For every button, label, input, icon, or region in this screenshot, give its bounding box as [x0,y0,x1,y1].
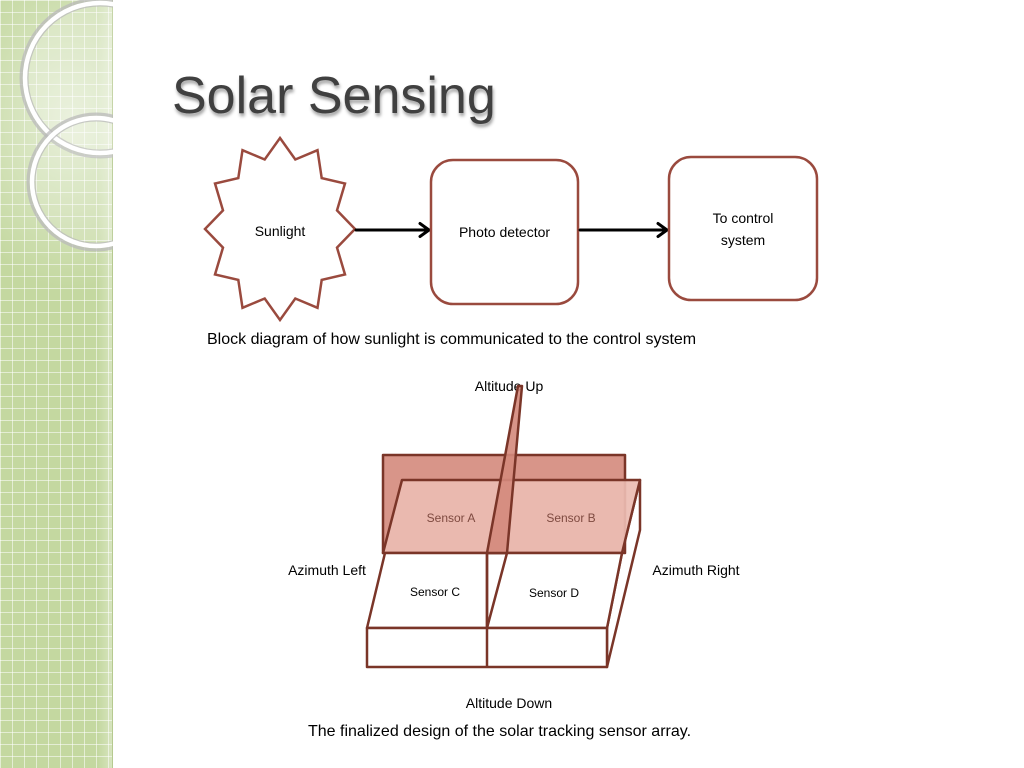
photo-detector-label: Photo detector [458,224,551,240]
sunlight-star-shape [203,135,357,323]
arrow-sunlight-to-photo-detector [354,222,431,238]
sunlight-node: Sunlight [230,219,330,243]
altitude-down-label: Altitude Down [466,695,552,711]
altitude-divider-plane [485,384,524,555]
decorative-sidebar [0,0,113,768]
photo-detector-node: Photo detector [431,160,578,304]
slide-title: Solar Sensing [172,67,496,125]
arrow-photo-detector-to-control-system [578,222,669,238]
sensor-a-label: Sensor A [427,511,476,525]
control-system-node: To control system [669,157,817,300]
decorative-rings [19,0,113,252]
altitude-up-label: Altitude Up [475,378,544,394]
photo-detector-box [429,158,580,306]
control-system-box [667,155,819,302]
sensor-b-label: Sensor B [546,511,595,525]
sensor-d-label: Sensor D [529,586,579,600]
block-diagram-caption: Block diagram of how sunlight is communi… [207,331,697,348]
block-diagram [203,135,819,323]
decorative-ring-bottom [26,112,113,252]
sunlight-label: Sunlight [254,223,306,239]
azimuth-right-label: Azimuth Right [652,562,739,578]
sensor-array-caption: The finalized design of the solar tracki… [308,723,692,740]
control-system-label: To control system [712,209,774,248]
sensor-c-label: Sensor C [410,585,460,599]
sensor-array-diagram: Altitude Up Sensor A Sensor B Sensor C S… [288,378,740,711]
azimuth-left-label: Azimuth Left [288,562,366,578]
